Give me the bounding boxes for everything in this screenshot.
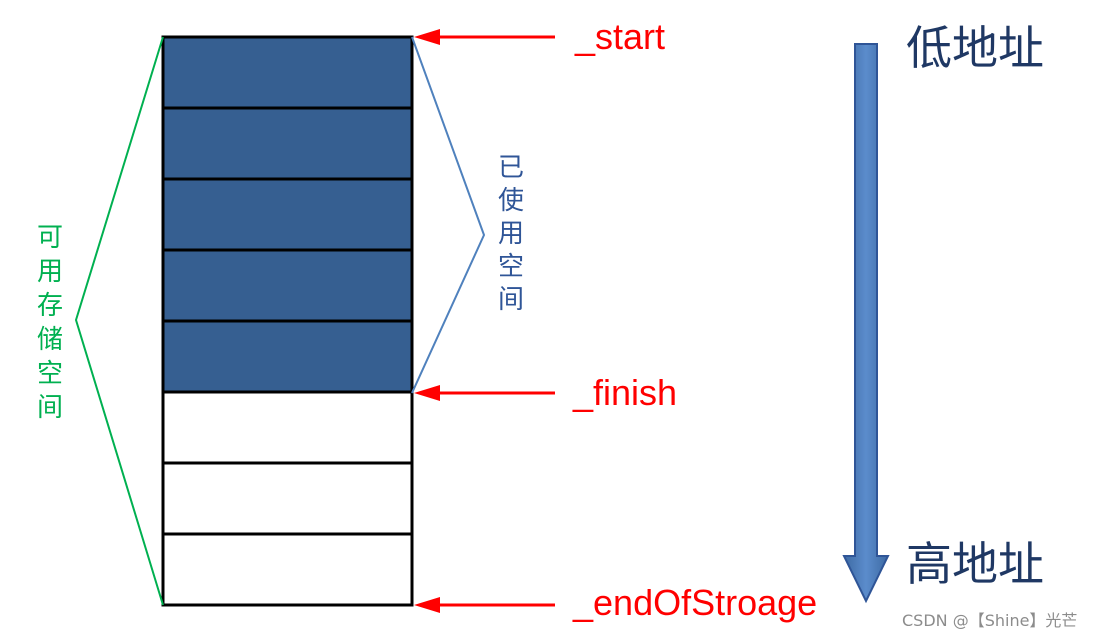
low-address-label: 低地址 (906, 21, 1044, 75)
address-direction-arrow (842, 43, 890, 604)
available-storage-char: 储 (37, 325, 63, 355)
start-pointer-label: _start (574, 16, 665, 57)
used-space-char: 用 (498, 219, 524, 249)
free-memory-cell (161, 390, 414, 465)
used-space-bracket (411, 36, 486, 394)
end-of-storage-pointer-arrow (414, 597, 555, 613)
used-memory-cell (161, 177, 414, 252)
available-storage-char: 间 (37, 393, 63, 423)
available-storage-char: 存 (37, 291, 63, 321)
finish-pointer-arrow (414, 385, 555, 401)
end-of-storage-pointer-label: _endOfStroage (572, 582, 817, 623)
free-memory-cell (161, 532, 414, 607)
available-storage-bracket (74, 36, 164, 606)
start-pointer-arrow (414, 29, 555, 45)
used-memory-cell (161, 106, 414, 181)
used-space-char: 间 (498, 285, 524, 315)
watermark: CSDN @【Shine】光芒 (902, 611, 1077, 630)
used-space-char: 空 (498, 252, 524, 282)
used-memory-cell (161, 248, 414, 323)
available-storage-char: 空 (37, 359, 63, 389)
available-storage-char: 可 (37, 223, 63, 253)
memory-block (161, 35, 414, 607)
used-space-char: 已 (498, 153, 524, 183)
used-memory-cell (161, 319, 414, 394)
used-space-char: 使 (498, 186, 524, 216)
high-address-label: 高地址 (906, 537, 1044, 591)
available-storage-char: 用 (37, 257, 63, 287)
free-memory-cell (161, 461, 414, 536)
used-memory-cell (161, 35, 414, 110)
finish-pointer-label: _finish (572, 372, 677, 413)
